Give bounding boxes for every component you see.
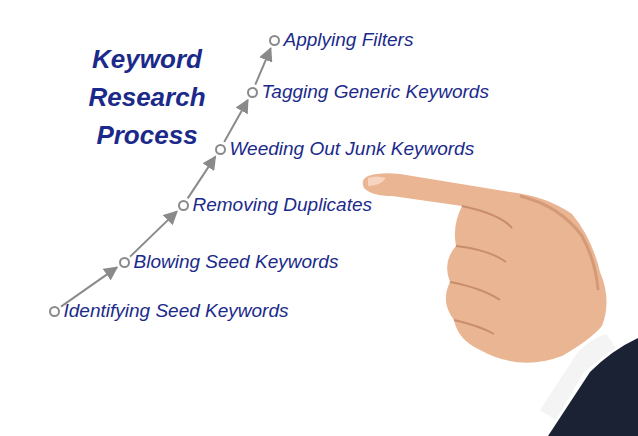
step-marker xyxy=(215,144,226,155)
process-step: Tagging Generic Keywords xyxy=(247,79,489,105)
process-step: Removing Duplicates xyxy=(178,192,373,218)
process-step: Applying Filters xyxy=(269,27,414,53)
step-label: Removing Duplicates xyxy=(193,192,373,218)
step-arrow xyxy=(224,100,248,142)
process-step: Blowing Seed Keywords xyxy=(119,249,339,275)
hand-shading xyxy=(520,196,598,290)
fingernail xyxy=(368,177,386,187)
diagram-title: Keyword Research Process xyxy=(72,40,222,154)
step-arrow xyxy=(130,211,177,256)
process-step: Weeding Out Junk Keywords xyxy=(215,136,475,162)
step-label: Tagging Generic Keywords xyxy=(262,79,489,105)
hand-skin xyxy=(363,173,607,362)
step-marker xyxy=(269,35,280,46)
finger-creases xyxy=(450,206,512,334)
step-marker xyxy=(49,306,60,317)
step-marker xyxy=(247,87,258,98)
step-label: Weeding Out Junk Keywords xyxy=(230,136,475,162)
step-arrow xyxy=(188,157,216,199)
step-label: Applying Filters xyxy=(284,27,414,53)
step-marker xyxy=(178,200,189,211)
step-arrow xyxy=(255,48,270,84)
step-label: Blowing Seed Keywords xyxy=(134,249,339,275)
process-step: Identifying Seed Keywords xyxy=(49,298,289,324)
step-label: Identifying Seed Keywords xyxy=(64,298,289,324)
step-marker xyxy=(119,257,130,268)
